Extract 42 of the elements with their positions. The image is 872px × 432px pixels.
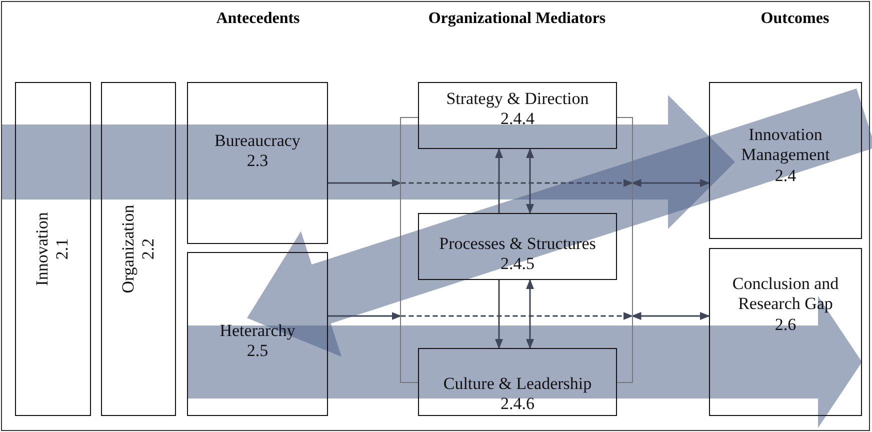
arrow	[526, 148, 534, 214]
column-heading: Organizational Mediators	[428, 10, 606, 28]
section-box	[418, 213, 617, 280]
section-number: 2.1	[53, 237, 73, 262]
section-number: 2.4	[774, 166, 796, 186]
section-title: Heterarchy	[220, 321, 296, 342]
section-title: Processes & Structures	[439, 234, 596, 254]
column-heading: Outcomes	[760, 10, 830, 28]
section-number: 2.4.4	[500, 109, 534, 130]
section-number: 2.4.5	[500, 254, 534, 275]
arrow	[400, 312, 634, 320]
section-box	[15, 82, 91, 416]
section-number: 2.3	[246, 151, 268, 172]
section-box	[709, 248, 862, 416]
block-arrow	[187, 296, 862, 428]
section-box	[101, 82, 176, 416]
section-title: Bureaucracy	[214, 131, 300, 152]
arrow	[400, 179, 634, 187]
arrow	[328, 312, 402, 320]
arrow	[328, 179, 402, 187]
section-box	[418, 348, 617, 416]
section-title: Strategy & Direction	[446, 89, 589, 110]
section-title: Innovation	[32, 212, 53, 286]
bracket-line	[400, 117, 418, 383]
arrow	[495, 280, 503, 349]
column-heading: Antecedents	[216, 10, 300, 28]
arrow	[631, 312, 710, 320]
section-box	[709, 82, 862, 239]
section-box	[187, 82, 328, 244]
section-number: 2.5	[246, 341, 268, 362]
arrow	[631, 179, 710, 187]
section-title: Conclusion and Research Gap	[731, 274, 840, 315]
arrow	[526, 279, 534, 349]
section-number: 2.2	[138, 237, 158, 262]
bracket-line	[617, 117, 633, 383]
section-title: Organization	[118, 204, 138, 294]
section-box	[418, 82, 617, 149]
section-number: 2.4.6	[500, 394, 534, 415]
section-box	[187, 252, 328, 416]
section-title: Culture & Leadership	[443, 374, 592, 394]
section-title: Innovation Management	[740, 125, 831, 166]
section-number: 2.6	[774, 314, 796, 336]
